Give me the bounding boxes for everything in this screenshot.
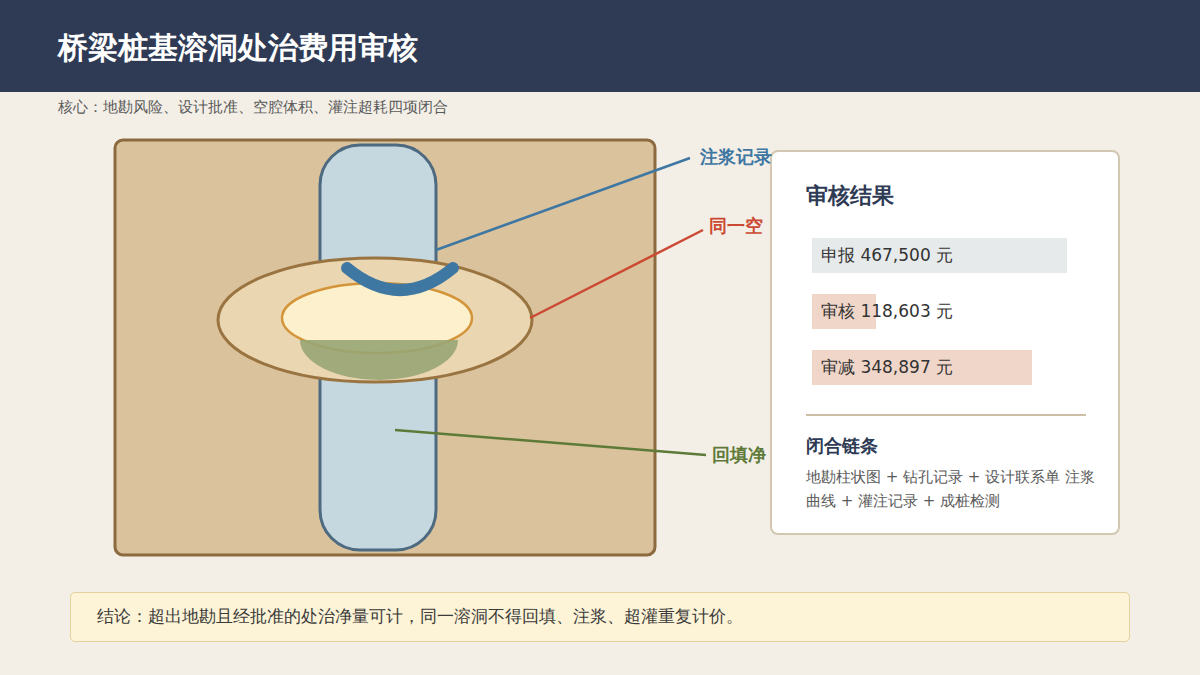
conclusion-text: 结论：超出地勘且经批准的处治净量可计，同一溶洞不得回填、注浆、超灌重复计价。 <box>71 593 1129 639</box>
page-title: 桥梁桩基溶洞处治费用审核 <box>58 28 418 69</box>
leader-line <box>530 230 703 318</box>
callout-label: 同一空 <box>709 214 763 238</box>
subtitle: 核心：地勘风险、设计批准、空腔体积、灌注超耗四项闭合 <box>58 98 448 117</box>
divider <box>806 414 1086 416</box>
callout-label: 回填净 <box>712 443 766 467</box>
karst-cave <box>218 258 532 382</box>
title-bar <box>0 0 1200 92</box>
panel-heading: 审核结果 <box>806 178 894 213</box>
conclusion-box: 结论：超出地勘且经批准的处治净量可计，同一溶洞不得回填、注浆、超灌重复计价。 <box>70 592 1130 642</box>
amount-text: 审核 118,603 元 <box>812 294 1067 329</box>
amount-bar: 审减 348,897 元 <box>812 350 1067 385</box>
callout-label: 注浆记录 <box>700 145 772 169</box>
section-heading: 闭合链条 <box>806 432 878 461</box>
amount-bar: 申报 467,500 元 <box>812 238 1067 273</box>
leader-line <box>395 430 706 455</box>
result-panel: 申报 467,500 元审核 118,603 元审减 348,897 元 审核结果… <box>770 150 1120 535</box>
amount-text: 审减 348,897 元 <box>812 350 1067 385</box>
chain-text: 地勘柱状图 + 钻孔记录 + 设计联系单 注浆曲线 + 灌注记录 + 成桩检测 <box>806 465 1106 513</box>
grout-arc <box>347 268 453 290</box>
soil-block <box>115 140 655 555</box>
amount-text: 申报 467,500 元 <box>812 238 1067 273</box>
backfill <box>300 340 458 380</box>
amount-bar: 审核 118,603 元 <box>812 294 1067 329</box>
leader-line <box>436 158 690 250</box>
